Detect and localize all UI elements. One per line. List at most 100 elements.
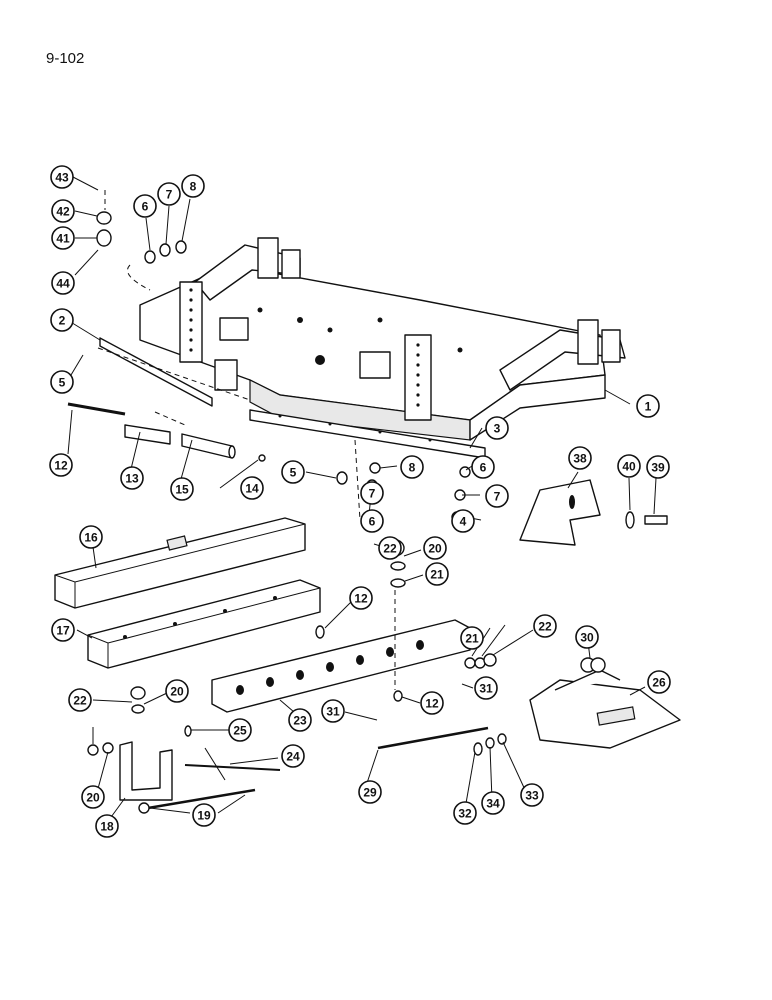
- callout-20: 20: [81, 785, 105, 809]
- callout-32: 32: [453, 801, 477, 825]
- callout-22: 22: [378, 536, 402, 560]
- callout-label: 20: [86, 791, 100, 805]
- rod-29: [377, 726, 489, 750]
- callout-label: 26: [652, 676, 666, 690]
- callout-label: 25: [233, 724, 247, 738]
- callout-20: 20: [423, 536, 447, 560]
- callout-label: 12: [54, 459, 68, 473]
- tube-15: [181, 433, 233, 459]
- callout-label: 14: [245, 482, 259, 496]
- callout-label: 17: [56, 624, 70, 638]
- callout-12: 12: [349, 586, 373, 610]
- callout-label: 8: [409, 461, 416, 475]
- bracket-18: [119, 741, 173, 801]
- callout-label: 21: [430, 568, 444, 582]
- callout-label: 7: [166, 188, 173, 202]
- callout-label: 19: [197, 809, 211, 823]
- callout-label: 39: [651, 461, 665, 475]
- callout-label: 7: [369, 487, 376, 501]
- callout-33: 33: [520, 783, 544, 807]
- callout-label: 40: [622, 460, 636, 474]
- callout-5: 5: [50, 370, 74, 394]
- callout-label: 31: [326, 705, 340, 719]
- callout-7: 7: [157, 182, 181, 206]
- alignment-lines: [97, 190, 396, 690]
- callout-label: 38: [573, 452, 587, 466]
- callout-34: 34: [481, 791, 505, 815]
- callout-24: 24: [281, 744, 305, 768]
- angle-bar-2: [99, 337, 213, 407]
- callout-label: 33: [525, 789, 539, 803]
- callout-label: 5: [290, 466, 297, 480]
- callout-label: 12: [425, 697, 439, 711]
- callout-label: 31: [479, 682, 493, 696]
- callout-label: 29: [363, 786, 377, 800]
- callout-40: 40: [617, 454, 641, 478]
- callout-21: 21: [425, 562, 449, 586]
- callout-1: 1: [636, 394, 660, 418]
- callout-42: 42: [51, 199, 75, 223]
- callout-label: 6: [369, 515, 376, 529]
- callout-label: 42: [56, 205, 70, 219]
- callout-2: 2: [50, 308, 74, 332]
- callout-14: 14: [240, 476, 264, 500]
- rod-12: [67, 402, 126, 416]
- callout-label: 22: [73, 694, 87, 708]
- callout-label: 4: [460, 515, 467, 529]
- callout-5: 5: [281, 460, 305, 484]
- callout-31: 31: [321, 699, 345, 723]
- callout-41: 41: [51, 226, 75, 250]
- callout-16: 16: [79, 525, 103, 549]
- callout-8: 8: [181, 174, 205, 198]
- callout-20: 20: [165, 679, 189, 703]
- callout-label: 16: [84, 531, 98, 545]
- callout-label: 8: [190, 180, 197, 194]
- callout-label: 18: [100, 820, 114, 834]
- callout-22: 22: [68, 688, 92, 712]
- slotted-bar-23: [211, 619, 471, 713]
- callout-6: 6: [133, 194, 157, 218]
- callout-label: 2: [59, 314, 66, 328]
- callout-29: 29: [358, 780, 382, 804]
- callout-label: 13: [125, 472, 139, 486]
- callout-label: 1: [645, 400, 652, 414]
- callout-22: 22: [533, 614, 557, 638]
- callout-12: 12: [420, 691, 444, 715]
- callout-7: 7: [360, 481, 384, 505]
- callout-label: 24: [286, 750, 300, 764]
- main-frame: [139, 237, 626, 441]
- bracket-38: [519, 479, 601, 546]
- callout-39: 39: [646, 455, 670, 479]
- callout-13: 13: [120, 466, 144, 490]
- callout-23: 23: [288, 708, 312, 732]
- callout-6: 6: [360, 509, 384, 533]
- channel-16: [54, 517, 306, 609]
- callout-label: 32: [458, 807, 472, 821]
- callout-label: 30: [580, 631, 594, 645]
- callout-label: 22: [383, 542, 397, 556]
- callout-label: 20: [428, 542, 442, 556]
- callout-label: 43: [55, 171, 69, 185]
- callout-7: 7: [485, 484, 509, 508]
- callout-44: 44: [51, 271, 75, 295]
- channel-17: [87, 579, 321, 669]
- callout-3: 3: [485, 416, 509, 440]
- callout-label: 34: [486, 797, 500, 811]
- callout-label: 3: [494, 422, 501, 436]
- callout-label: 6: [480, 461, 487, 475]
- callout-8: 8: [400, 455, 424, 479]
- callout-25: 25: [228, 718, 252, 742]
- callout-21: 21: [460, 626, 484, 650]
- callout-label: 12: [354, 592, 368, 606]
- callout-6: 6: [471, 455, 495, 479]
- callout-label: 44: [56, 277, 70, 291]
- callout-label: 20: [170, 685, 184, 699]
- callout-label: 7: [494, 490, 501, 504]
- callout-4: 4: [451, 509, 475, 533]
- callout-30: 30: [575, 625, 599, 649]
- callout-label: 6: [142, 200, 149, 214]
- callout-31: 31: [474, 676, 498, 700]
- callout-label: 15: [175, 483, 189, 497]
